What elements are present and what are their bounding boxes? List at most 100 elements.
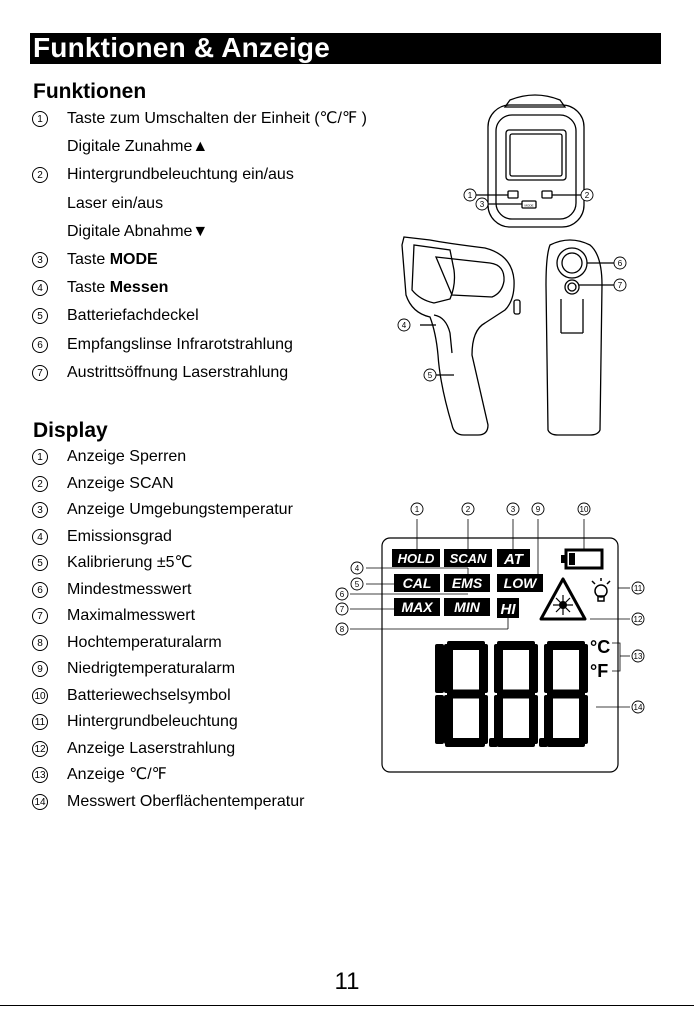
display-item-label: Anzeige Laserstrahlung bbox=[67, 739, 236, 757]
display-item-text: Kalibrierung ±5℃ bbox=[67, 552, 192, 574]
funktionen-item-number: 3 bbox=[32, 252, 48, 268]
display-item-label: Anzeige Umgebungstemperatur bbox=[67, 501, 293, 518]
lcd-cal: CAL bbox=[403, 575, 432, 591]
display-item-label: Anzeige Sperren bbox=[67, 448, 187, 465]
lcd-segment bbox=[447, 738, 485, 747]
lcd-frame bbox=[381, 537, 619, 773]
lcd-callout: 1 bbox=[410, 502, 424, 516]
bottom-rule bbox=[0, 1005, 694, 1006]
display-item-label: Batteriewechselsymbol bbox=[67, 686, 231, 704]
lcd-segment bbox=[579, 644, 588, 693]
lcd-segment bbox=[529, 695, 538, 744]
funktionen-item-text: Taste MODE bbox=[67, 249, 158, 271]
device-callout: 6 bbox=[613, 256, 627, 270]
display-item-label: Niedrigtemperaturalarm bbox=[67, 660, 236, 677]
lcd-callout: 13 bbox=[631, 649, 645, 663]
display-item-text: Messwert Oberflächentemperatur bbox=[67, 791, 304, 813]
lcd-segment bbox=[447, 689, 485, 699]
display-item-text: Maximalmesswert bbox=[67, 605, 195, 627]
lcd-at: AT bbox=[503, 551, 525, 568]
lcd-display-illustration: HOLD SCAN AT CAL EMS LOW MAX MIN HI bbox=[335, 502, 645, 773]
lcd-callout-label: 10 bbox=[580, 505, 589, 514]
funktionen-item-label: Empfangslinse Infrarotstrahlung bbox=[67, 335, 293, 353]
lcd-callout-label: 9 bbox=[536, 505, 541, 514]
lcd-callout: 14 bbox=[631, 700, 645, 714]
display-item-number: 12 bbox=[32, 740, 48, 757]
funktionen-item-label: Taste bbox=[67, 251, 110, 268]
display-item-text: Anzeige Laserstrahlung bbox=[67, 738, 235, 760]
device-callout-label: 1 bbox=[468, 191, 473, 200]
device-callout-label: 7 bbox=[618, 281, 623, 290]
display-item-number: 9 bbox=[32, 661, 48, 677]
lcd-callout-label: 12 bbox=[634, 615, 643, 624]
laser-warning-icon bbox=[539, 577, 587, 621]
lcd-segment bbox=[447, 641, 485, 650]
lcd-callout: 10 bbox=[577, 502, 591, 516]
funktionen-item-label: Laser ein/aus bbox=[67, 194, 164, 212]
lcd-segment bbox=[479, 695, 488, 744]
funktionen-item-label: Taste bbox=[67, 279, 110, 297]
device-callout: 2 bbox=[580, 188, 594, 202]
lcd-segment bbox=[547, 641, 585, 650]
lcd-callout-label: 11 bbox=[634, 584, 643, 593]
display-item-label: Emissionsgrad bbox=[67, 527, 172, 545]
lcd-segment bbox=[479, 644, 488, 693]
device-callout: 5 bbox=[423, 368, 437, 382]
lcd-segment bbox=[529, 644, 538, 693]
display-item-number: 5 bbox=[32, 555, 48, 571]
display-item-number: 11 bbox=[32, 714, 48, 730]
lcd-callout: 5 bbox=[350, 577, 364, 591]
lcd-callout: 3 bbox=[506, 502, 520, 516]
page-title-bar: Funktionen & Anzeige bbox=[30, 32, 661, 64]
display-item-number: 1 bbox=[32, 449, 48, 465]
lcd-callout-label: 7 bbox=[340, 605, 345, 614]
funktionen-item-number: 6 bbox=[32, 336, 48, 353]
lcd-digit bbox=[494, 641, 548, 747]
display-item-number: 3 bbox=[32, 502, 48, 518]
lcd-segment bbox=[435, 695, 444, 744]
lcd-segment bbox=[494, 695, 503, 744]
device-callout: 1 bbox=[463, 188, 477, 202]
lcd-unit-f: °F bbox=[590, 661, 608, 681]
display-item-text: Niedrigtemperaturalarm bbox=[67, 658, 235, 680]
lcd-callout-label: 2 bbox=[466, 505, 471, 514]
display-item-text: Batteriewechselsymbol bbox=[67, 685, 231, 707]
lcd-callout-label: 1 bbox=[415, 505, 420, 514]
funktionen-item-text: Batteriefachdeckel bbox=[67, 305, 199, 327]
display-item-label: Kalibrierung ±5℃ bbox=[67, 554, 193, 571]
funktionen-item-label: Digitale Abnahme▼ bbox=[67, 222, 209, 240]
page-number: 11 bbox=[334, 968, 360, 995]
display-item-text: Hochtemperaturalarm bbox=[67, 632, 222, 654]
funktionen-item-label: Austrittsöffnung Laserstrahlung bbox=[67, 363, 289, 381]
lcd-main-digits bbox=[435, 641, 588, 747]
funktionen-heading: Funktionen bbox=[33, 80, 147, 103]
funktionen-item-text: Hintergrundbeleuchtung ein/aus bbox=[67, 164, 294, 186]
lcd-callout: 2 bbox=[461, 502, 475, 516]
funktionen-item-text: Empfangslinse Infrarotstrahlung bbox=[67, 334, 293, 356]
page-title: Funktionen & Anzeige bbox=[33, 32, 330, 63]
funktionen-item-label: Taste zum Umschalten der Einheit (℃/℉ ) bbox=[67, 110, 367, 127]
device-callout-label: 2 bbox=[585, 191, 590, 200]
funktionen-item-number: 5 bbox=[32, 308, 48, 325]
funktionen-item-text: Austrittsöffnung Laserstrahlung bbox=[67, 362, 288, 384]
funktionen-item-label: Digitale Zunahme▲ bbox=[67, 138, 209, 156]
lcd-min: MIN bbox=[454, 599, 481, 615]
backlight-bulb-icon bbox=[591, 578, 611, 602]
lcd-segment bbox=[435, 644, 444, 693]
funktionen-item-bold-label: Messen bbox=[109, 279, 169, 297]
display-item-text: Anzeige ℃/℉ bbox=[67, 764, 167, 786]
battery-icon bbox=[561, 548, 604, 570]
lcd-callout: 4 bbox=[350, 561, 364, 575]
funktionen-item-text: Digitale Abnahme▼ bbox=[67, 221, 208, 243]
lcd-callout-label: 4 bbox=[355, 564, 360, 573]
funktionen-item-text: Taste zum Umschalten der Einheit (℃/℉ ) bbox=[67, 108, 367, 130]
lcd-segment bbox=[579, 695, 588, 744]
device-callout-label: 5 bbox=[428, 371, 433, 380]
lcd-callout: 6 bbox=[335, 587, 349, 601]
lcd-callout-label: 14 bbox=[634, 703, 643, 712]
display-item-text: Anzeige Umgebungstemperatur bbox=[67, 499, 293, 521]
display-item-number: 8 bbox=[32, 634, 48, 651]
lcd-segment bbox=[444, 695, 453, 744]
